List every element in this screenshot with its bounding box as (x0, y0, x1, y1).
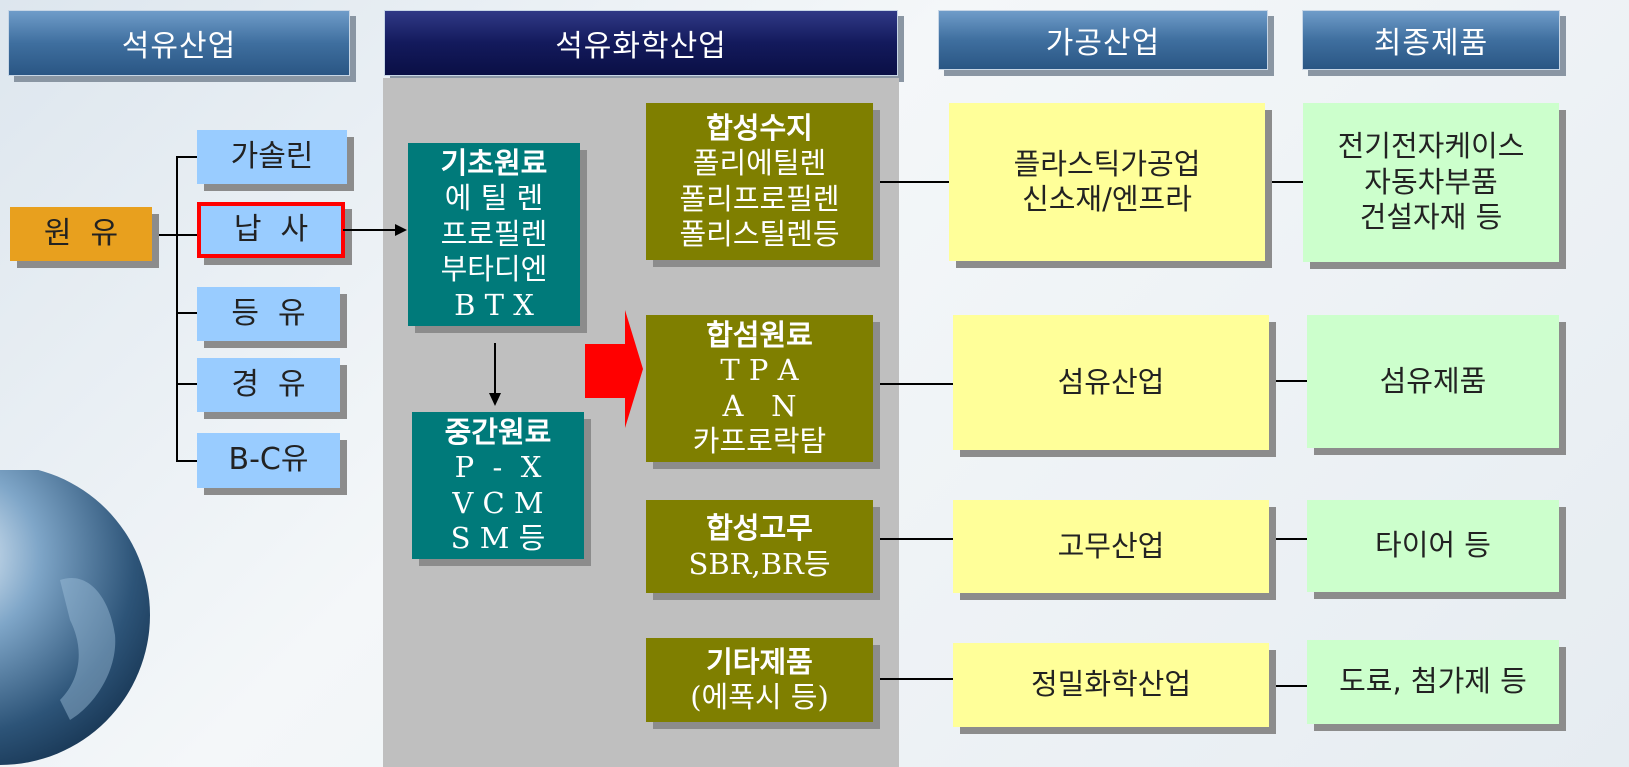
industry-textile-box: 섬유산업 (953, 315, 1269, 450)
product-synthetic-rubber-box: 합성고무 SBR,BR등 (646, 500, 873, 593)
industry-plastics-box: 플라스틱가공업 신소재/엔프라 (949, 103, 1265, 261)
product-item: 폴리스틸렌등 (679, 216, 840, 251)
final-item: 섬유제품 (1379, 363, 1487, 398)
connector-line (1265, 181, 1303, 183)
connector-line (873, 678, 953, 680)
final-textile-box: 섬유제품 (1307, 315, 1559, 448)
product-title: 기타제품 (706, 644, 813, 679)
product-item: 카프로락탐 (692, 423, 827, 458)
industry-fine-chemical-box: 정밀화학산업 (953, 643, 1269, 727)
header-petrochemical-label: 석유화학산업 (555, 29, 727, 64)
basic-materials-item: 부타디엔 (440, 252, 548, 287)
final-electronics-box: 전기전자케이스 자동차부품 건설자재 등 (1303, 103, 1559, 262)
header-processing-label: 가공산업 (1045, 26, 1161, 61)
product-title: 합섬원료 (706, 317, 813, 352)
final-paint-box: 도료, 첨가제 등 (1307, 640, 1559, 724)
connector-line (176, 156, 178, 461)
connector-line (873, 538, 953, 540)
big-arrow-icon (585, 310, 643, 428)
connector-line (1269, 538, 1307, 540)
refined-gasoline-box: 가솔린 (197, 130, 347, 184)
intermediate-materials-item: S M 등 (450, 520, 546, 555)
refined-naphtha-box: 납 사 (197, 202, 345, 258)
header-final-label: 최종제품 (1373, 26, 1489, 61)
basic-materials-item: 에 틸 렌 (444, 181, 544, 216)
connector-line (873, 181, 949, 183)
product-item: 폴리에틸렌 (692, 146, 827, 181)
product-synthetic-fiber-box: 합섬원료 T P A A N 카프로락탐 (646, 315, 873, 462)
arrow-icon (343, 224, 407, 236)
header-petroleum: 석유산업 (8, 10, 350, 76)
connector-line (176, 156, 198, 158)
header-petrochemical: 석유화학산업 (384, 10, 898, 76)
refined-kerosene-label: 등 유 (231, 295, 306, 331)
refined-bunker-c-box: B-C유 (197, 433, 340, 488)
industry-item: 신소재/엔프라 (1022, 182, 1192, 216)
refined-bunker-c-label: B-C유 (228, 442, 309, 478)
basic-materials-box: 기초원료 에 틸 렌 프로필렌 부타디엔 B T X (408, 143, 580, 326)
basic-materials-item: 프로필렌 (440, 216, 548, 251)
intermediate-materials-item: P - X (454, 450, 542, 485)
connector-line (176, 383, 198, 385)
product-title: 합성고무 (706, 511, 813, 546)
refined-diesel-box: 경 유 (197, 358, 340, 412)
connector-line (176, 312, 198, 314)
intermediate-materials-item: V C M (452, 485, 544, 520)
header-final: 최종제품 (1302, 10, 1560, 70)
product-item: 폴리프로필렌 (679, 181, 840, 216)
product-item: T P A (720, 353, 799, 388)
final-item: 타이어 등 (1375, 528, 1491, 563)
product-item: SBR,BR등 (688, 546, 831, 581)
final-tire-box: 타이어 등 (1307, 500, 1559, 592)
industry-item: 섬유산업 (1057, 364, 1165, 399)
final-item: 도료, 첨가제 등 (1339, 664, 1527, 699)
refined-gasoline-label: 가솔린 (230, 138, 314, 174)
intermediate-materials-box: 중간원료 P - X V C M S M 등 (412, 412, 584, 559)
crude-oil-box: 원 유 (10, 207, 152, 261)
basic-materials-title: 기초원료 (440, 146, 548, 181)
connector-line (1269, 380, 1307, 382)
industry-item: 고무산업 (1057, 528, 1165, 563)
connector-line (1269, 685, 1307, 687)
connector-line (873, 383, 953, 385)
arrow-down-icon (489, 343, 501, 406)
product-title: 합성수지 (706, 110, 813, 145)
final-item: 자동차부품 (1364, 164, 1498, 199)
connector-line (176, 234, 198, 236)
crude-oil-label: 원 유 (43, 215, 119, 251)
header-processing: 가공산업 (938, 10, 1268, 70)
product-item: (에폭시 등) (690, 680, 829, 714)
product-synthetic-resin-box: 합성수지 폴리에틸렌 폴리프로필렌 폴리스틸렌등 (646, 103, 873, 260)
industry-rubber-box: 고무산업 (953, 500, 1269, 593)
refined-naphtha-label: 납 사 (233, 211, 309, 247)
product-item: A N (722, 388, 797, 423)
industry-item: 정밀화학산업 (1030, 667, 1192, 702)
refined-diesel-label: 경 유 (231, 366, 306, 402)
connector-line (176, 460, 198, 462)
industry-item: 플라스틱가공업 (1013, 146, 1201, 181)
connector-line (152, 234, 177, 236)
basic-materials-item: B T X (454, 287, 534, 322)
final-item: 건설자재 등 (1359, 200, 1503, 235)
header-petroleum-label: 석유산업 (121, 29, 237, 64)
product-other-box: 기타제품 (에폭시 등) (646, 638, 873, 722)
refined-kerosene-box: 등 유 (197, 287, 340, 341)
globe-icon (0, 470, 150, 765)
final-item: 전기전자케이스 (1337, 129, 1525, 164)
intermediate-materials-title: 중간원료 (444, 414, 552, 449)
